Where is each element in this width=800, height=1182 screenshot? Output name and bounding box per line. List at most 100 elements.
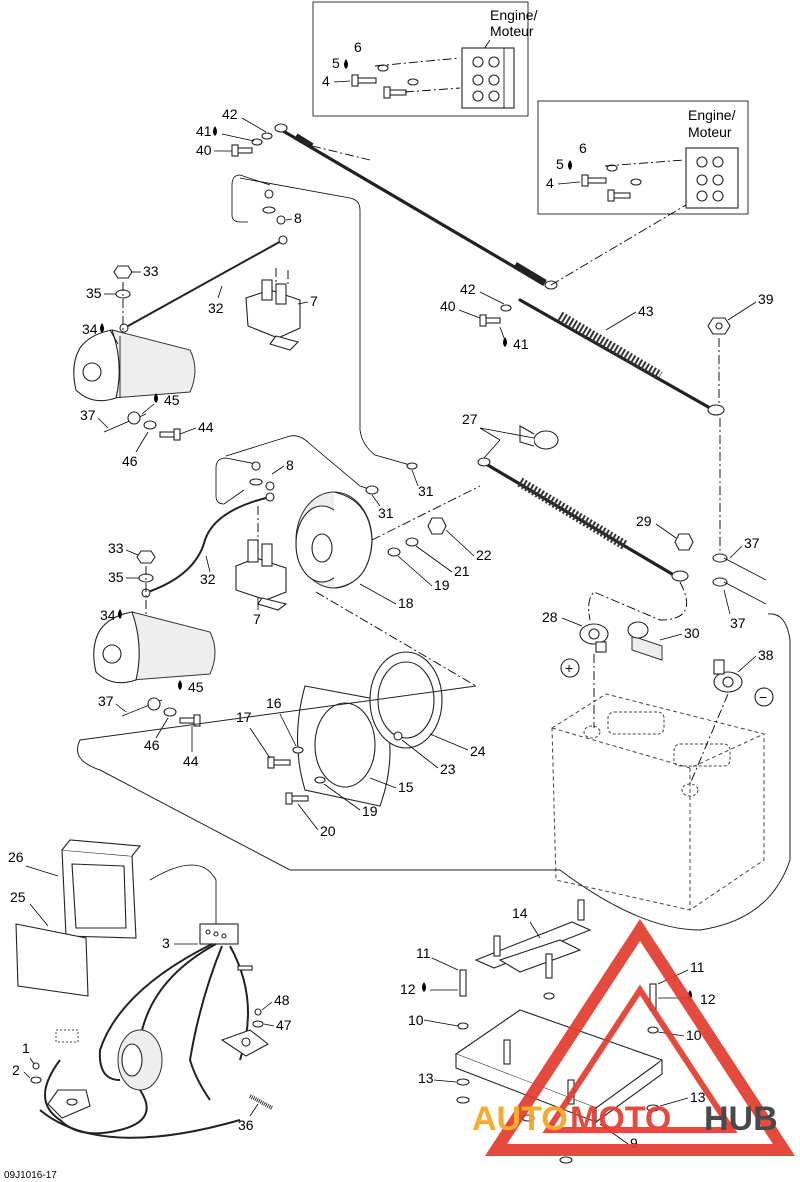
terminal-cover-icon bbox=[627, 621, 663, 661]
negative-terminal-icon bbox=[754, 687, 774, 707]
callout-42-b: 42 bbox=[460, 281, 476, 297]
solenoid-icon bbox=[245, 268, 301, 351]
callout-34-b: 34 bbox=[100, 607, 116, 623]
callout-13-b: 13 bbox=[690, 1089, 706, 1105]
callout-42: 42 bbox=[222, 106, 238, 122]
battery-icon bbox=[551, 654, 765, 911]
callout-13: 13 bbox=[418, 1070, 434, 1086]
starter-circuit-upper: 8 32 7 33 35 34 bbox=[73, 174, 418, 470]
watermark-text-hub: HUB bbox=[704, 1100, 778, 1138]
callout-8: 8 bbox=[294, 210, 302, 226]
callout-41-b: 41 bbox=[513, 336, 529, 352]
callout-12-b: 12 bbox=[700, 991, 716, 1007]
starter-motor-icon bbox=[73, 329, 196, 402]
liquid-drop-icon bbox=[118, 609, 122, 619]
callout-35-b: 35 bbox=[108, 569, 124, 585]
liquid-drop-icon bbox=[422, 982, 426, 992]
watermark-text-moto: MOTO bbox=[570, 1100, 671, 1138]
liquid-drop-icon bbox=[568, 160, 572, 170]
liquid-drop-icon bbox=[178, 680, 182, 690]
battery-terminals: 28 30 38 37 37 + − bbox=[542, 418, 774, 707]
callout-32: 32 bbox=[208, 300, 224, 316]
callout-14: 14 bbox=[512, 905, 528, 921]
nut-icon bbox=[113, 265, 133, 279]
liquid-drop-icon bbox=[503, 337, 507, 347]
plus-sign: + bbox=[565, 660, 573, 676]
callout-48: 48 bbox=[274, 992, 290, 1008]
callout-38: 38 bbox=[758, 647, 774, 663]
callout-37: 37 bbox=[80, 407, 96, 423]
callout-37-d: 37 bbox=[730, 615, 746, 631]
callout-39: 39 bbox=[758, 291, 774, 307]
callout-5-b: 5 bbox=[556, 156, 564, 172]
callout-27: 27 bbox=[462, 411, 478, 427]
callout-46: 46 bbox=[122, 453, 138, 469]
callout-5: 5 bbox=[332, 55, 340, 71]
minus-sign: − bbox=[759, 689, 767, 705]
callout-18: 18 bbox=[398, 595, 414, 611]
callout-10: 10 bbox=[408, 1012, 424, 1028]
callout-45-b: 45 bbox=[188, 679, 204, 695]
callout-19-b: 19 bbox=[362, 803, 378, 819]
engine-label-line1: Engine/ bbox=[490, 7, 538, 23]
callout-6: 6 bbox=[354, 39, 362, 55]
callout-40: 40 bbox=[196, 142, 212, 158]
engine-label-line2: Moteur bbox=[490, 23, 534, 39]
callout-44: 44 bbox=[198, 419, 214, 435]
battery-cable-27: 27 29 bbox=[462, 411, 694, 621]
callout-7-b: 7 bbox=[253, 611, 261, 627]
callout-3: 3 bbox=[162, 935, 170, 951]
callout-16: 16 bbox=[266, 695, 282, 711]
watermark-logo: AUTO MOTO HUB bbox=[472, 919, 796, 1156]
callout-24: 24 bbox=[470, 743, 486, 759]
figure-reference-code: 09J1016-17 bbox=[4, 1170, 57, 1181]
bolt-icon bbox=[581, 164, 642, 202]
callout-4-b: 4 bbox=[546, 175, 554, 191]
callout-19: 19 bbox=[434, 577, 450, 593]
callout-11-b: 11 bbox=[690, 959, 705, 975]
callout-43: 43 bbox=[638, 303, 654, 319]
callout-37-c: 37 bbox=[744, 535, 760, 551]
terminal-clamp-icon bbox=[579, 623, 609, 653]
callout-45: 45 bbox=[164, 392, 180, 408]
callout-1: 1 bbox=[22, 1040, 30, 1056]
liquid-drop-icon bbox=[344, 59, 348, 69]
liquid-drop-icon bbox=[213, 126, 217, 136]
engine-detail-box-right: Engine/ Moteur 6 5 4 bbox=[537, 100, 749, 215]
callout-33-b: 33 bbox=[108, 540, 124, 556]
callout-9: 9 bbox=[630, 1135, 638, 1151]
callout-4: 4 bbox=[322, 73, 330, 89]
callout-44-b: 44 bbox=[183, 753, 199, 769]
liquid-drop-icon bbox=[154, 393, 158, 403]
callout-20: 20 bbox=[320, 823, 336, 839]
liquid-drop-icon bbox=[100, 323, 104, 333]
engine-detail-box-top: Engine/ Moteur 6 5 4 bbox=[312, 1, 538, 117]
callout-6-b: 6 bbox=[579, 140, 587, 156]
callout-11: 11 bbox=[416, 945, 431, 961]
harness-assembly: 26 25 3 1 2 48 47 36 bbox=[8, 839, 292, 1139]
callout-25: 25 bbox=[10, 889, 26, 905]
nut-icon bbox=[136, 550, 156, 564]
callout-17: 17 bbox=[236, 709, 252, 725]
callout-10-b: 10 bbox=[686, 1027, 702, 1043]
engine-label-line2-b: Moteur bbox=[688, 124, 732, 140]
callout-30: 30 bbox=[684, 625, 700, 641]
battery-cable-43: 42 40 41 43 39 bbox=[440, 281, 774, 416]
cover-plates: 24 23 15 17 16 19 20 bbox=[236, 591, 486, 839]
callout-23: 23 bbox=[440, 761, 456, 777]
callout-2: 2 bbox=[12, 1062, 20, 1078]
callout-29: 29 bbox=[636, 513, 652, 529]
positive-terminal-icon bbox=[560, 658, 580, 678]
solenoid-icon bbox=[235, 506, 288, 611]
callout-41: 41 bbox=[196, 123, 212, 139]
engine-block-icon bbox=[461, 47, 515, 109]
callout-8-b: 8 bbox=[286, 457, 294, 473]
callout-33: 33 bbox=[143, 263, 159, 279]
terminal-cap-icon bbox=[519, 425, 559, 450]
callout-32-b: 32 bbox=[200, 571, 216, 587]
callout-21: 21 bbox=[454, 563, 470, 579]
callout-15: 15 bbox=[398, 779, 414, 795]
callout-46-b: 46 bbox=[144, 737, 160, 753]
magneto-assembly: 18 31 31 22 21 19 bbox=[295, 469, 492, 611]
